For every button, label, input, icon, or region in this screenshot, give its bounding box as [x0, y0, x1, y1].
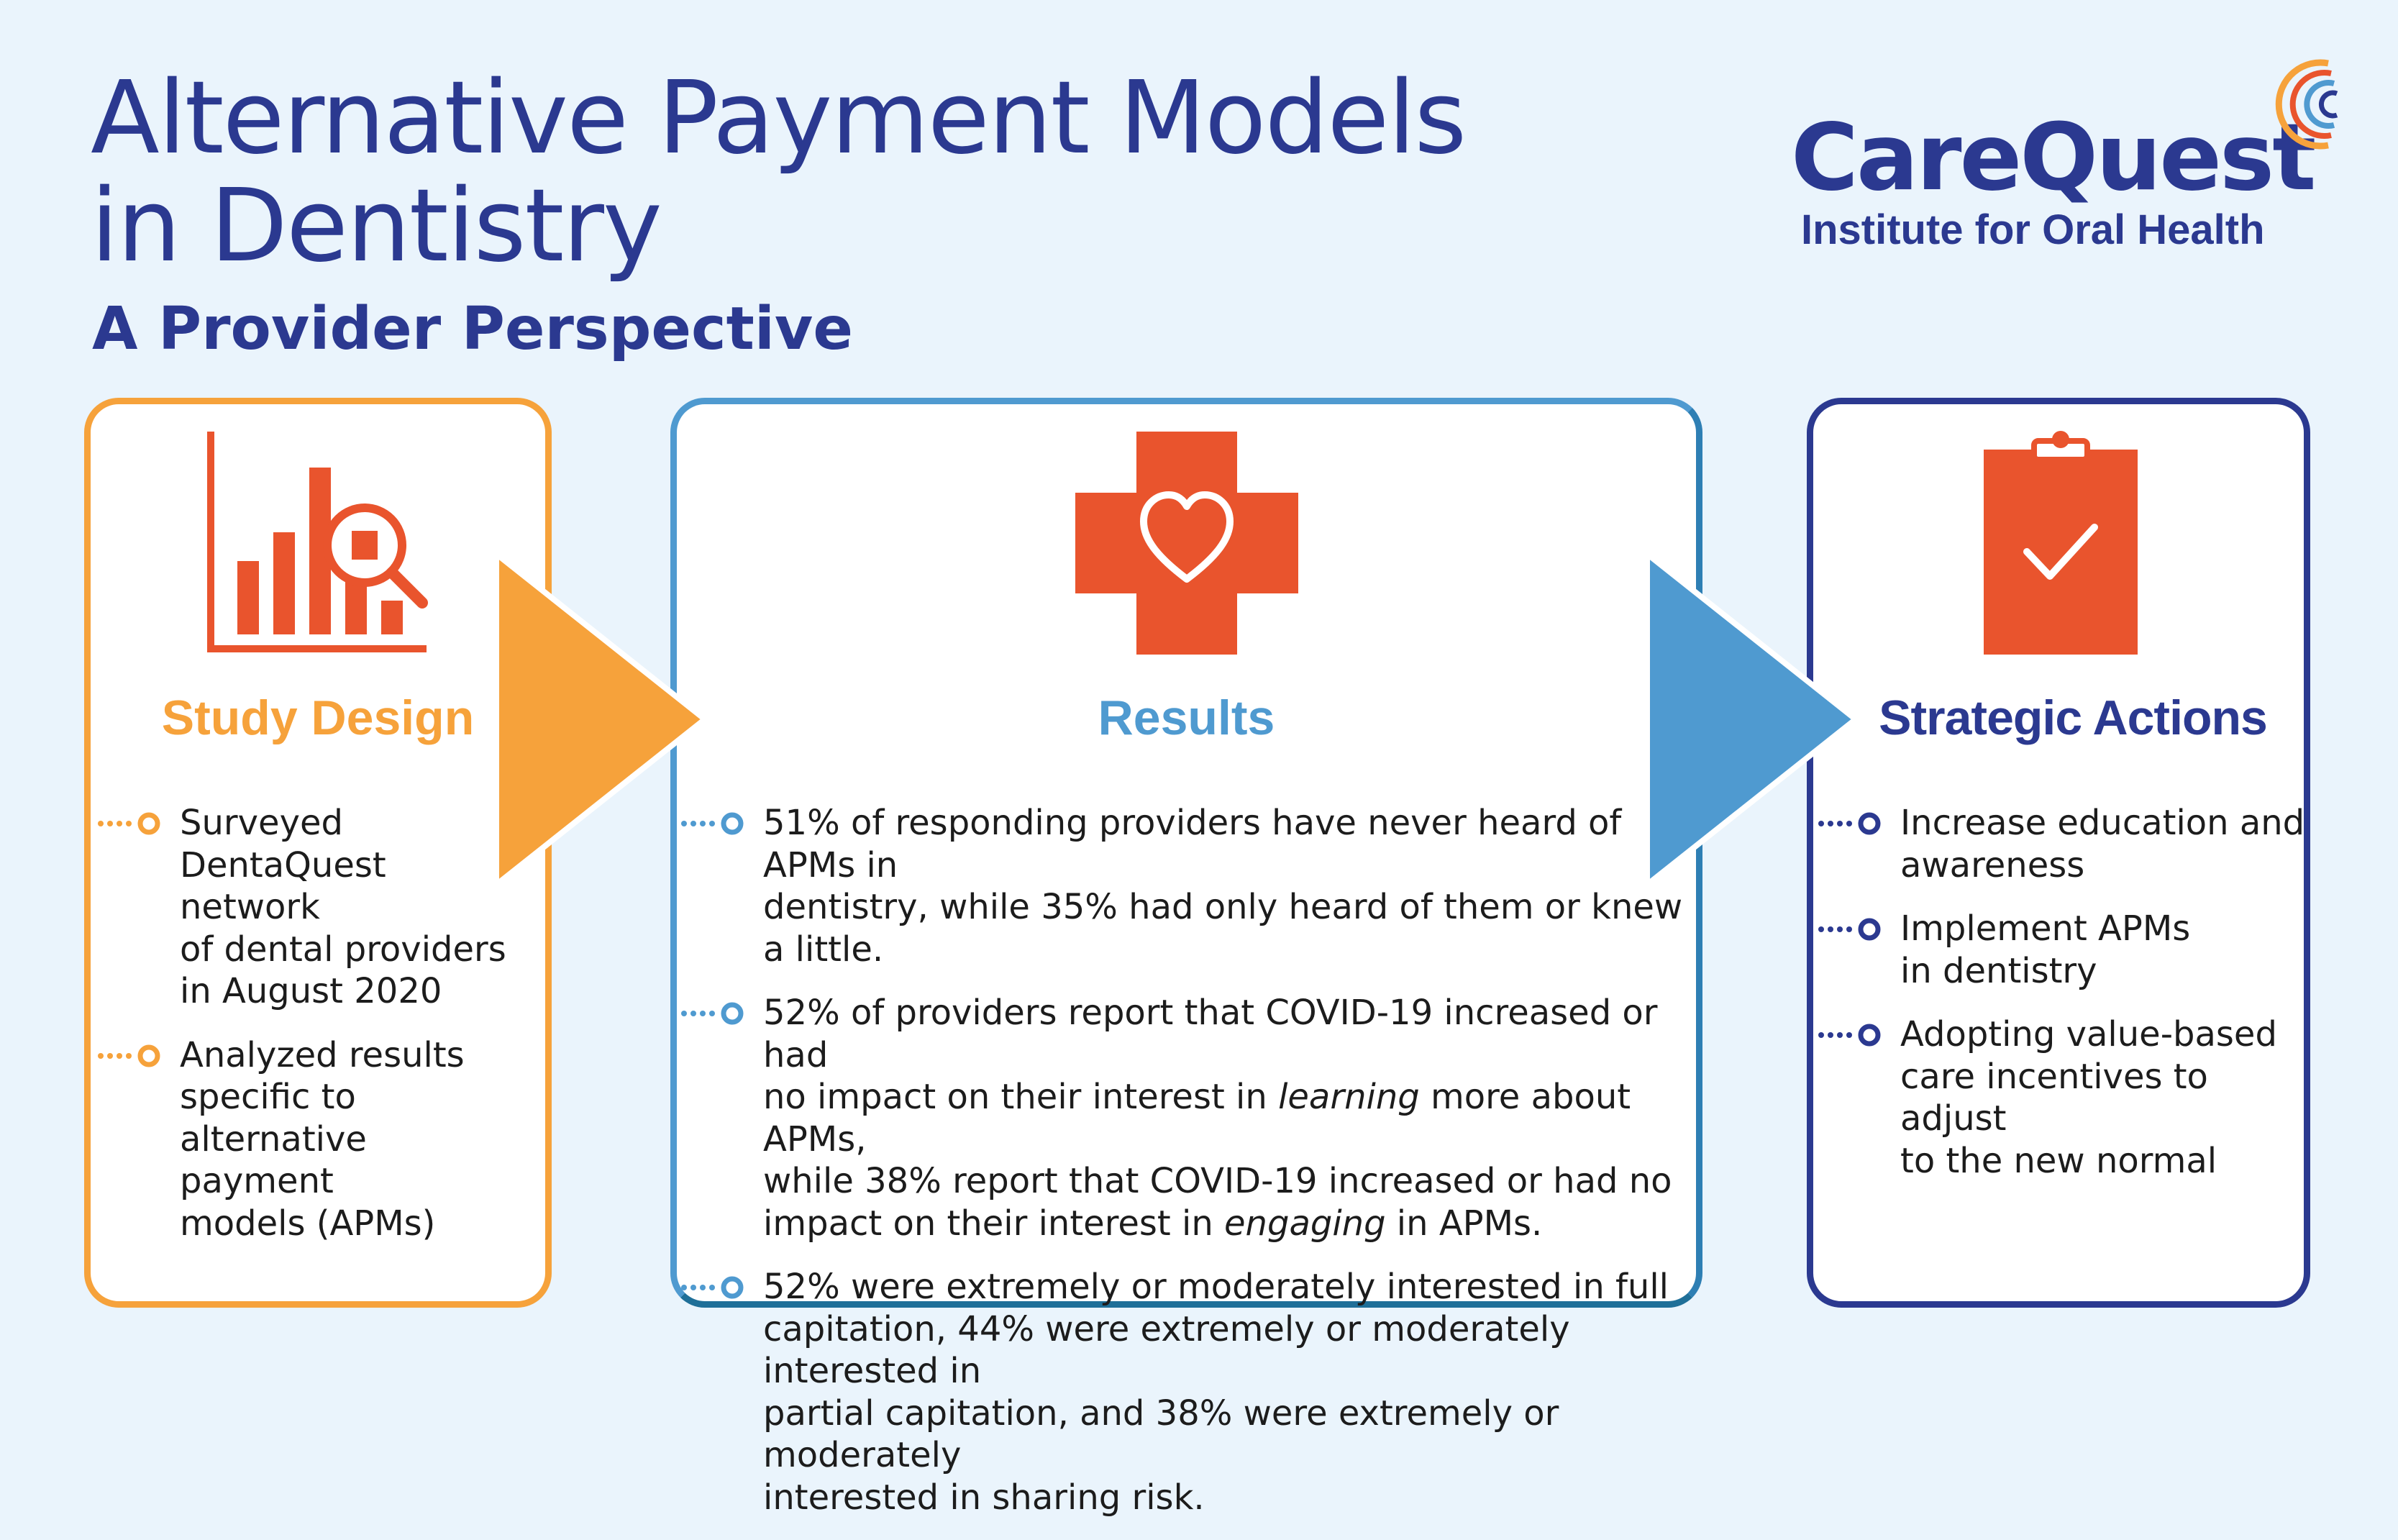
- text-line: dentistry, while 35% had only heard of t…: [763, 887, 1683, 970]
- text-line: 51% of responding providers have never h…: [763, 803, 1622, 885]
- page-title-line-2: in Dentistry: [91, 168, 662, 285]
- text-line: specific to: [180, 1077, 356, 1117]
- strategic-actions-heading: Strategic Actions: [1879, 691, 2268, 745]
- list-item: Implement APMs in dentistry: [1818, 908, 2307, 992]
- strategic-actions-list: Increase education and awareness Impleme…: [1818, 802, 2307, 1203]
- dotted-bullet-icon: [1818, 812, 1881, 835]
- logo-arcs-icon: [2275, 59, 2338, 150]
- text-segment: in APMs.: [1385, 1203, 1543, 1244]
- text-segment: no impact on their interest in: [763, 1077, 1279, 1117]
- list-item-text: 52% were extremely or moderately interes…: [763, 1266, 1687, 1518]
- list-item-text: 51% of responding providers have never h…: [763, 802, 1687, 970]
- carequest-logo: CareQuest Institute for Oral Health: [1791, 50, 2352, 266]
- text-line: partial capitation, and 38% were extreme…: [763, 1393, 1559, 1476]
- dotted-bullet-icon: [681, 1276, 744, 1299]
- clipboard-check-icon: [1984, 431, 2138, 655]
- list-item: Increase education and awareness: [1818, 802, 2307, 886]
- list-item: Surveyed DentaQuest network of dental pr…: [97, 802, 529, 1013]
- text-segment: more about APMs,: [763, 1077, 1631, 1159]
- text-line: care incentives to adjust: [1900, 1056, 2208, 1139]
- study-design-heading: Study Design: [161, 691, 475, 745]
- list-item-text: Adopting value-based care incentives to …: [1900, 1013, 2307, 1182]
- text-line: Increase education and: [1900, 803, 2305, 843]
- page-subtitle: A Provider Perspective: [92, 295, 853, 363]
- dotted-bullet-icon: [681, 1002, 744, 1025]
- text-line: Surveyed: [180, 803, 343, 843]
- list-item: 51% of responding providers have never h…: [680, 802, 1687, 970]
- blue-arrow-icon: [1647, 554, 1861, 885]
- list-item-text: Implement APMs in dentistry: [1900, 908, 2307, 992]
- text-segment: impact on their interest in: [763, 1203, 1225, 1244]
- list-item-text: Analyzed results specific to alternative…: [180, 1034, 529, 1245]
- dotted-bullet-icon: [681, 812, 744, 835]
- results-heading: Results: [1098, 691, 1275, 745]
- list-item: 52% were extremely or moderately interes…: [680, 1266, 1687, 1518]
- page-title-line-1: Alternative Payment Models: [91, 60, 1467, 177]
- text-line: models (APMs): [180, 1203, 436, 1244]
- text-line: of dental providers: [180, 929, 506, 970]
- text-line: capitation, 44% were extremely or modera…: [763, 1308, 1570, 1392]
- list-item-text: 52% of providers report that COVID-19 in…: [763, 992, 1687, 1244]
- dotted-bullet-icon: [1818, 1024, 1881, 1047]
- text-line: Adopting value-based: [1900, 1014, 2277, 1054]
- dotted-bullet-icon: [98, 812, 160, 835]
- results-list: 51% of responding providers have never h…: [680, 802, 1687, 1540]
- orange-arrow-icon: [496, 554, 710, 885]
- page-title: Alternative Payment Models in Dentistry: [91, 65, 1467, 281]
- text-line: awareness: [1900, 844, 2085, 885]
- list-item: 52% of providers report that COVID-19 in…: [680, 992, 1687, 1244]
- text-line: 52% were extremely or moderately interes…: [763, 1267, 1669, 1307]
- emphasis-learning: learning: [1278, 1077, 1420, 1117]
- logo-tagline: Institute for Oral Health: [1801, 206, 2265, 253]
- list-item-text: Increase education and awareness: [1900, 802, 2307, 886]
- text-line: Implement APMs: [1900, 908, 2191, 949]
- text-line: in August 2020: [180, 971, 442, 1011]
- text-line: DentaQuest network: [180, 844, 386, 928]
- text-line: Analyzed results: [180, 1034, 465, 1075]
- emphasis-engaging: engaging: [1224, 1203, 1386, 1244]
- logo-name: CareQuest: [1791, 104, 2316, 211]
- list-item: Analyzed results specific to alternative…: [97, 1034, 529, 1245]
- study-design-list: Surveyed DentaQuest network of dental pr…: [97, 802, 529, 1266]
- text-line: 52% of providers report that COVID-19 in…: [763, 993, 1658, 1075]
- list-item-text: Surveyed DentaQuest network of dental pr…: [180, 802, 529, 1013]
- text-line: while 38% report that COVID-19 increased…: [763, 1161, 1672, 1201]
- text-line: interested in sharing risk.: [763, 1477, 1205, 1518]
- medical-cross-heart-icon: [1075, 432, 1298, 655]
- text-line: to the new normal: [1900, 1140, 2217, 1181]
- text-line: in dentistry: [1900, 950, 2097, 991]
- bar-chart-magnifier-icon: [207, 432, 428, 652]
- dotted-bullet-icon: [1818, 918, 1881, 941]
- text-line: alternative payment: [180, 1118, 367, 1202]
- list-item: Adopting value-based care incentives to …: [1818, 1013, 2307, 1182]
- dotted-bullet-icon: [98, 1044, 160, 1067]
